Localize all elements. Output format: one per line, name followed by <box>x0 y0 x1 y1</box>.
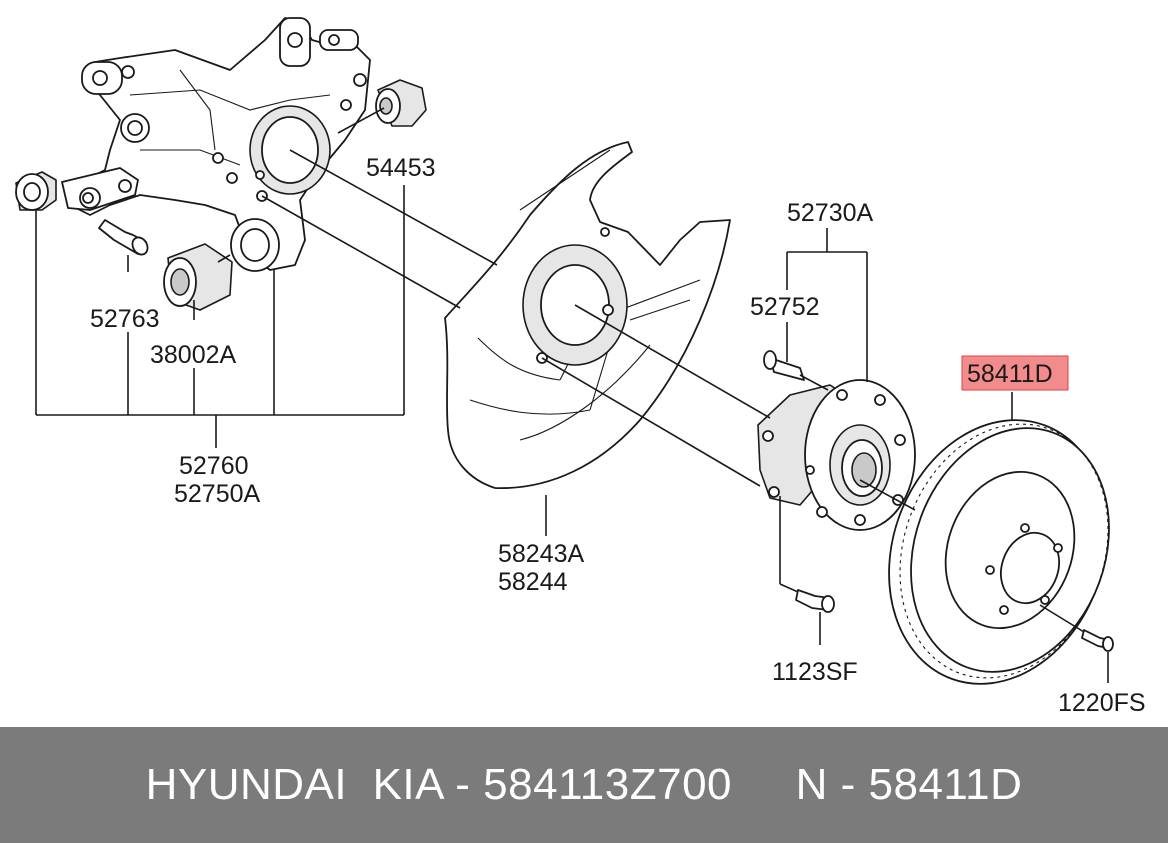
label-38002A: 38002A <box>150 341 237 369</box>
stud-52752-part <box>763 350 805 381</box>
label-54453: 54453 <box>366 154 436 182</box>
bushing-54453-part <box>375 79 427 127</box>
label-1123SF: 1123SF <box>772 658 858 686</box>
leader-lines <box>35 107 1109 683</box>
highlight-58411D <box>961 355 1069 391</box>
label-58243A: 58243A <box>498 540 585 568</box>
bushing-38002A-part <box>163 243 233 311</box>
label-52752: 52752 <box>750 293 820 321</box>
footer-title: HYUNDAI KIA - 584113Z700 N - 58411D <box>145 760 1023 809</box>
label-52760: 52760 <box>179 452 249 480</box>
label-52730A: 52730A <box>787 199 874 227</box>
dust-shield-part <box>444 141 731 489</box>
bushing-left-part <box>15 171 57 211</box>
screw-1220FS-part <box>1081 629 1114 652</box>
brake-disc-part <box>888 419 1110 685</box>
label-58244: 58244 <box>498 568 568 596</box>
label-52750A: 52750A <box>174 480 261 508</box>
label-58411D: 58411D <box>967 360 1053 388</box>
footer-bar: HYUNDAI KIA - 584113Z700 N - 58411D <box>0 727 1168 843</box>
label-52763: 52763 <box>90 305 160 333</box>
bolt-1123SF-part <box>795 589 835 613</box>
parts-diagram: 54453 52730A 52752 52763 38002A 58411D 5… <box>15 17 1146 717</box>
label-1220FS: 1220FS <box>1058 689 1146 717</box>
hub-bearing-part <box>757 379 916 531</box>
bolt-52763-part <box>98 219 149 256</box>
knuckle-part <box>61 17 371 272</box>
